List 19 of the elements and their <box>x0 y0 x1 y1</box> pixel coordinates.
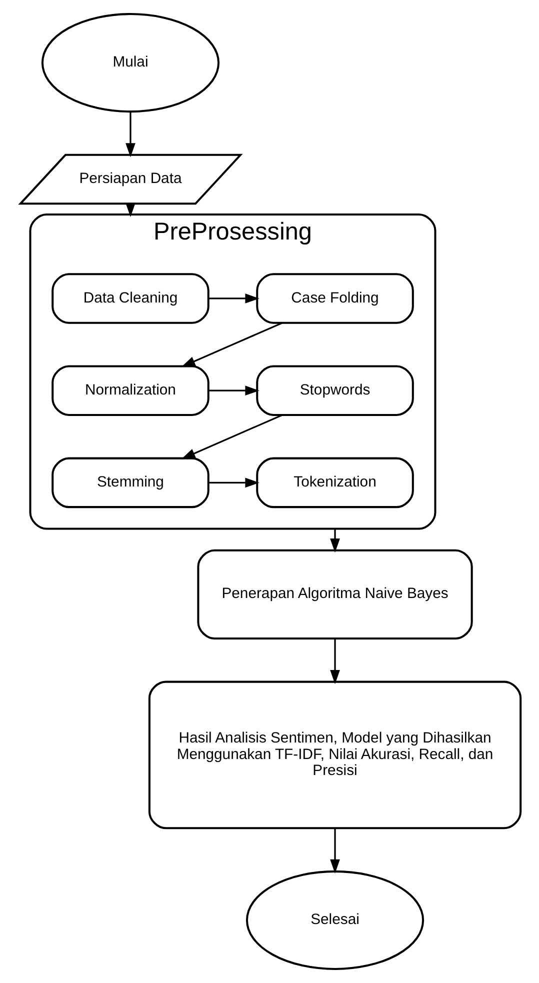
node-box: Stopwords <box>256 365 414 416</box>
arrow <box>208 386 259 396</box>
node-box: Data Cleaning <box>51 273 209 324</box>
node-ellipse: Selesai <box>245 870 424 970</box>
arrow <box>330 638 340 684</box>
arrow <box>180 322 282 368</box>
arrow <box>125 112 135 158</box>
node-ellipse: Mulai <box>40 13 220 113</box>
arrow <box>180 414 282 460</box>
node-box: Hasil Analisis Sentimen, Model yang Dihasilkan Menggunakan TF-IDF, Nilai Akurasi, Recall, dan Presisi <box>148 680 522 830</box>
arrow <box>208 478 259 488</box>
node-box: Normalization <box>51 365 209 416</box>
node-box: Stemming <box>51 457 209 508</box>
node-box: Case Folding <box>256 273 414 324</box>
arrow <box>330 828 340 874</box>
node-box: Penerapan Algoritma Naive Bayes <box>196 549 472 640</box>
arrow <box>330 528 340 553</box>
node-box: Tokenization <box>256 457 414 508</box>
arrow <box>208 294 259 304</box>
